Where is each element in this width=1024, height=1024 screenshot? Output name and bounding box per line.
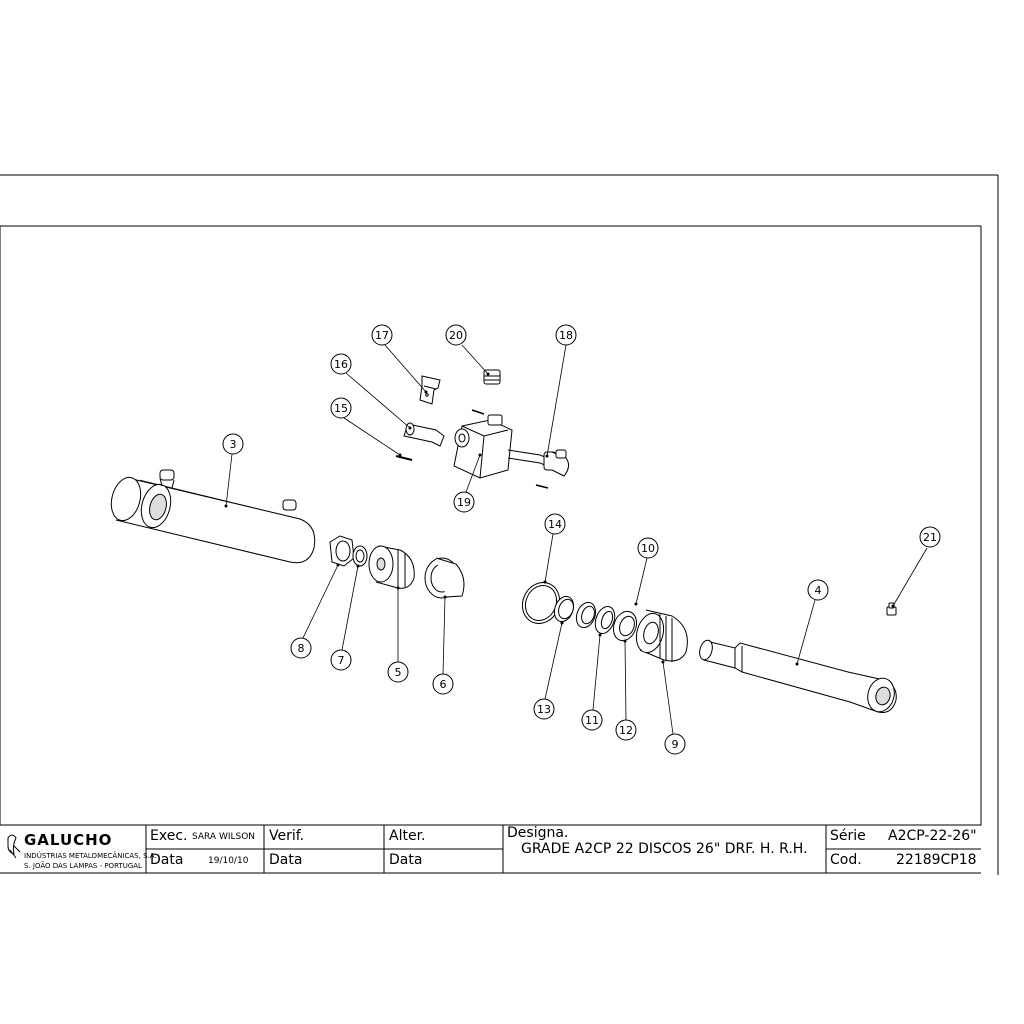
company-logo-mark — [7, 834, 21, 859]
svg-text:17: 17 — [375, 329, 389, 342]
svg-text:7: 7 — [338, 654, 345, 667]
callout-19: 19 — [453, 491, 475, 513]
part-8-hex-nut — [329, 535, 355, 567]
part-15-small-pin — [395, 455, 413, 461]
callouts: 3 4 5 6 7 8 9 10 11 12 13 14 15 16 17 18… — [222, 324, 941, 755]
part-19-valve-block — [453, 414, 513, 479]
svg-text:20: 20 — [449, 329, 463, 342]
part-6-gland — [424, 557, 465, 599]
company-line-2: S. JOÃO DAS LAMPAS - PORTUGAL — [24, 862, 142, 870]
part-9-rod-gland — [635, 609, 688, 662]
callout-11: 11 — [581, 709, 603, 731]
svg-text:6: 6 — [440, 678, 447, 691]
designa-value: GRADE A2CP 22 DISCOS 26" DRF. H. R.H. — [521, 841, 808, 857]
svg-text:4: 4 — [815, 584, 822, 597]
callout-8: 8 — [290, 637, 312, 659]
callout-20: 20 — [445, 324, 467, 346]
data-label-3: Data — [389, 852, 423, 868]
cod-label: Cod. — [830, 852, 862, 868]
callout-12: 12 — [615, 719, 637, 741]
leader-dots — [224, 372, 895, 666]
callout-21: 21 — [919, 526, 941, 548]
data-label-1: Data — [150, 852, 184, 868]
data-label-2: Data — [269, 852, 303, 868]
seal-mark — [535, 484, 549, 489]
part-4-piston-rod — [699, 639, 897, 713]
title-block-grid — [0, 824, 981, 874]
part-18-pipe — [507, 449, 570, 477]
callout-15: 15 — [330, 397, 352, 419]
verif-label: Verif. — [269, 828, 305, 844]
svg-text:14: 14 — [548, 518, 562, 531]
svg-text:19: 19 — [457, 496, 471, 509]
cod-value: 22189CP18 — [896, 852, 977, 868]
callout-13: 13 — [533, 698, 555, 720]
part-10-seal — [594, 605, 616, 635]
part-20-fitting — [483, 369, 501, 385]
designa-label: Designa. — [507, 825, 569, 841]
exec-value: SARA WILSON — [192, 832, 256, 842]
svg-text:3: 3 — [230, 438, 237, 451]
callout-10: 10 — [637, 537, 659, 559]
company-line-1: INDÚSTRIAS METALOMECÂNICAS, S.A. — [24, 852, 157, 860]
serie-value: A2CP-22-26" — [888, 828, 977, 844]
exec-label: Exec. — [150, 828, 188, 844]
leader-lines — [225, 344, 928, 735]
data-value-1: 19/10/10 — [208, 856, 249, 866]
part-16-pin — [403, 422, 445, 447]
part-3-cylinder-barrel — [110, 469, 316, 564]
svg-text:5: 5 — [395, 666, 402, 679]
svg-text:18: 18 — [559, 329, 573, 342]
svg-text:15: 15 — [334, 402, 348, 415]
serie-label: Série — [830, 828, 866, 844]
seal-mark — [471, 409, 485, 415]
callout-17: 17 — [371, 324, 393, 346]
svg-text:16: 16 — [334, 358, 348, 371]
callout-7: 7 — [330, 649, 352, 671]
part-21-grease-nipple — [886, 602, 897, 616]
company-name: GALUCHO — [24, 831, 113, 849]
part-7-washer — [352, 545, 368, 567]
callout-18: 18 — [555, 324, 577, 346]
svg-text:11: 11 — [585, 714, 599, 727]
part-5-piston — [368, 545, 415, 589]
svg-text:13: 13 — [537, 703, 551, 716]
callout-6: 6 — [432, 673, 454, 695]
part-17-bolt — [419, 375, 441, 405]
callout-4: 4 — [807, 579, 829, 601]
callout-5: 5 — [387, 661, 409, 683]
callout-9: 9 — [664, 733, 686, 755]
callout-3: 3 — [222, 433, 244, 455]
callout-16: 16 — [330, 353, 352, 375]
svg-text:12: 12 — [619, 724, 633, 737]
part-13-ring-inner — [558, 598, 574, 620]
svg-text:10: 10 — [641, 542, 655, 555]
svg-text:9: 9 — [672, 738, 679, 751]
svg-text:8: 8 — [298, 642, 305, 655]
parts — [110, 369, 897, 713]
part-11-ring-inner — [581, 605, 595, 625]
svg-text:21: 21 — [923, 531, 937, 544]
callout-14: 14 — [544, 513, 566, 535]
alter-label: Alter. — [389, 828, 426, 844]
part-12-ring — [612, 610, 638, 642]
